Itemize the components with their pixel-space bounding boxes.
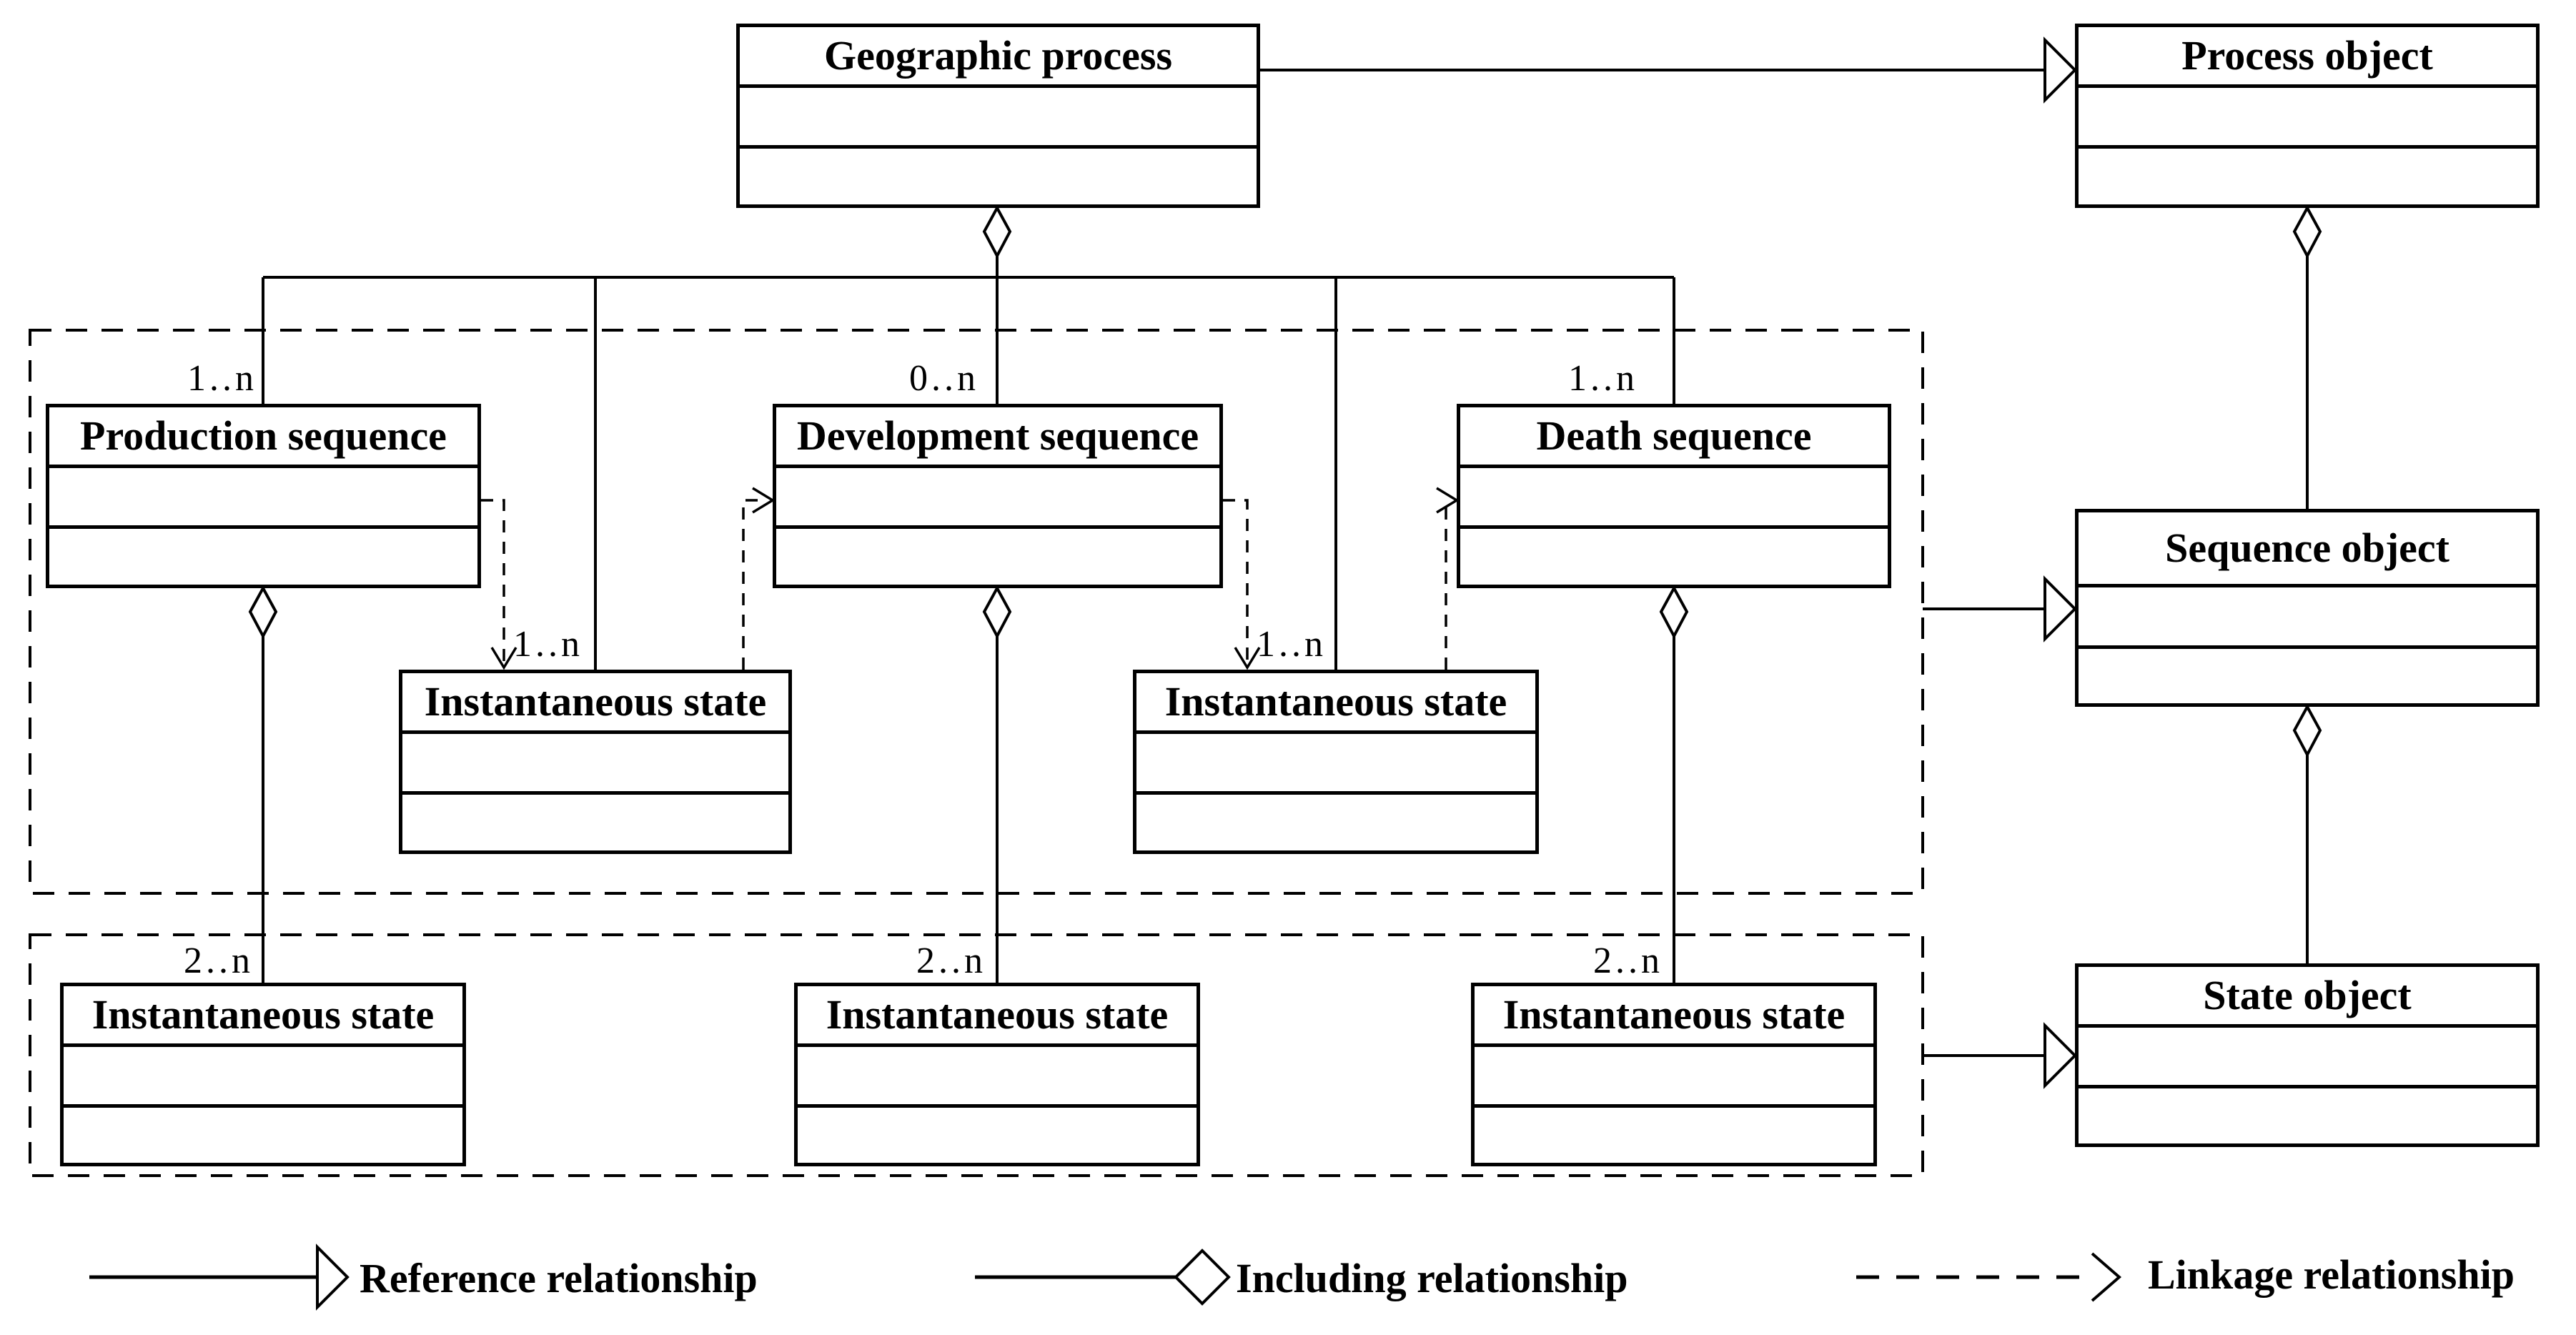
reference-arrowhead-icon bbox=[316, 1244, 350, 1311]
attributes-compartment bbox=[2079, 1028, 2536, 1088]
multiplicity-label-states-development: 2..n bbox=[916, 941, 986, 981]
legend-label-including: Including relationship bbox=[1236, 1255, 1628, 1301]
including-diamond-glyph bbox=[1174, 1249, 1231, 1306]
attributes-compartment bbox=[402, 734, 788, 795]
attributes-compartment bbox=[64, 1047, 462, 1108]
legend-label-linkage: Linkage relationship bbox=[2148, 1251, 2515, 1298]
multiplicity-label-development: 0..n bbox=[909, 358, 979, 399]
class-title: Production sequence bbox=[49, 407, 477, 468]
class-box-instantaneous-state-bottom-death: Instantaneous state bbox=[1471, 983, 1877, 1166]
including-diamond-death-sequence bbox=[1659, 585, 1689, 640]
including-diamond-process-object bbox=[2292, 204, 2322, 259]
attributes-compartment bbox=[2079, 88, 2536, 149]
linkage-line-production-to-instantaneous bbox=[481, 499, 505, 661]
multiplicity-label-production-instantaneous: 1..n bbox=[513, 624, 583, 665]
including-diamond-sequence-object bbox=[2292, 703, 2322, 758]
class-box-death-sequence: Death sequence bbox=[1457, 404, 1891, 588]
class-title: Development sequence bbox=[776, 407, 1219, 468]
multiplicity-label-states-production: 2..n bbox=[184, 941, 254, 981]
class-title: Instantaneous state bbox=[64, 986, 462, 1047]
linkage-line-instantaneous-to-development bbox=[742, 499, 763, 670]
sequence-group-dashed-container bbox=[29, 329, 1924, 895]
attributes-compartment bbox=[2079, 587, 2536, 649]
class-box-instantaneous-state-mid-development: Instantaneous state bbox=[1133, 670, 1539, 854]
multiplicity-label-production: 1..n bbox=[187, 358, 257, 399]
attributes-compartment bbox=[740, 88, 1257, 149]
class-box-instantaneous-state-mid-production: Instantaneous state bbox=[399, 670, 792, 854]
linkage-line-development-to-instantaneous bbox=[1223, 499, 1249, 661]
linkage-arrowhead-into-instantaneous-mid-production bbox=[490, 647, 517, 670]
class-title: Death sequence bbox=[1460, 407, 1888, 468]
including-diamond-development-sequence bbox=[982, 585, 1012, 640]
class-box-sequence-object: Sequence object bbox=[2075, 509, 2540, 707]
class-title: Process object bbox=[2079, 27, 2536, 88]
linkage-arrowhead-icon bbox=[2091, 1252, 2122, 1302]
class-title: Instantaneous state bbox=[1136, 673, 1535, 734]
linkage-arrowhead-into-instantaneous-mid-development bbox=[1234, 647, 1261, 670]
including-diamond-production-sequence bbox=[248, 585, 278, 640]
reference-arrowhead-state-object bbox=[2044, 1022, 2077, 1089]
class-title: Geographic process bbox=[740, 27, 1257, 88]
multiplicity-label-development-instantaneous: 1..n bbox=[1257, 624, 1327, 665]
linkage-line-instantaneous-to-death bbox=[1445, 499, 1447, 670]
class-title: Instantaneous state bbox=[798, 986, 1197, 1047]
multiplicity-label-states-death: 2..n bbox=[1593, 941, 1663, 981]
class-box-state-object: State object bbox=[2075, 963, 2540, 1147]
class-box-development-sequence: Development sequence bbox=[773, 404, 1223, 588]
attributes-compartment bbox=[798, 1047, 1197, 1108]
including-diamond-geographic-process bbox=[982, 204, 1012, 259]
attributes-compartment bbox=[1460, 468, 1888, 529]
class-title: Instantaneous state bbox=[402, 673, 788, 734]
class-title: State object bbox=[2079, 967, 2536, 1028]
class-box-geographic-process: Geographic process bbox=[736, 24, 1260, 208]
class-title: Instantaneous state bbox=[1475, 986, 1873, 1047]
legend-label-reference: Reference relationship bbox=[360, 1255, 758, 1301]
class-box-production-sequence: Production sequence bbox=[46, 404, 481, 588]
class-title: Sequence object bbox=[2079, 512, 2536, 587]
attributes-compartment bbox=[49, 468, 477, 529]
attributes-compartment bbox=[1475, 1047, 1873, 1108]
class-box-instantaneous-state-bottom-production: Instantaneous state bbox=[60, 983, 466, 1166]
attributes-compartment bbox=[1136, 734, 1535, 795]
reference-arrowhead-process-object bbox=[2044, 36, 2077, 104]
class-box-instantaneous-state-bottom-development: Instantaneous state bbox=[794, 983, 1200, 1166]
class-box-process-object: Process object bbox=[2075, 24, 2540, 208]
multiplicity-label-death: 1..n bbox=[1568, 358, 1638, 399]
reference-arrowhead-sequence-object bbox=[2044, 575, 2077, 642]
attributes-compartment bbox=[776, 468, 1219, 529]
